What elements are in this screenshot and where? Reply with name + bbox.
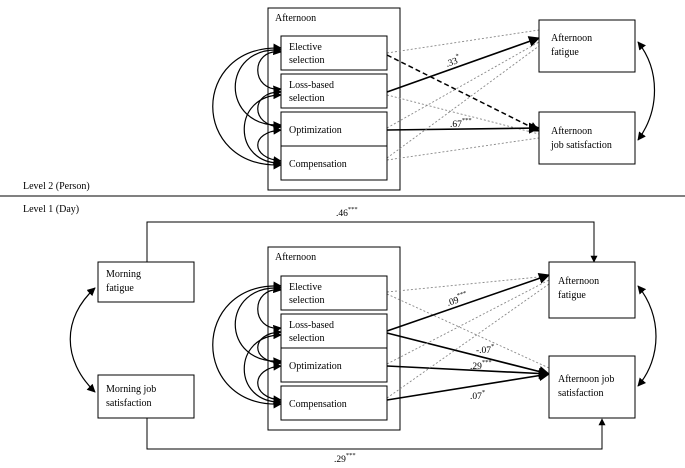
coef-l1-loss-satisfaction: -.07*	[476, 343, 494, 356]
svg-text:Compensation: Compensation	[289, 159, 347, 170]
path-l1-elective-fatigue	[386, 275, 550, 293]
path-l2-elective-satisfaction	[386, 54, 540, 132]
svg-text:Optimization: Optimization	[289, 125, 342, 136]
svg-text:Afternoon: Afternoon	[551, 126, 592, 137]
path-l1-fatigue-stability	[146, 221, 598, 263]
svg-text:selection: selection	[289, 93, 325, 104]
path-l1-loss-fatigue	[386, 273, 551, 332]
cov-l2-elective-loss	[257, 46, 282, 94]
svg-text:selection: selection	[289, 55, 325, 66]
level2-outcome-fatigue: Afternoon fatigue	[538, 19, 636, 73]
coef-l1-fatigue-stability: .46***	[336, 206, 358, 219]
coef-l2-loss-fatigue: .33*	[444, 53, 463, 70]
path-l2-comp-fatigue	[386, 45, 540, 159]
svg-text:Afternoon: Afternoon	[558, 276, 599, 287]
cov-l2-elective-comp	[212, 43, 282, 170]
path-l2-opt-satisfaction	[386, 122, 541, 134]
svg-text:fatigue: fatigue	[106, 283, 134, 294]
svg-text:Afternoon: Afternoon	[551, 33, 592, 44]
svg-text:satisfaction: satisfaction	[106, 398, 152, 409]
level1-strategy-elective: Elective selection	[280, 275, 388, 311]
cov-l1-loss-comp	[243, 330, 282, 407]
level2-strategy-elective: Elective selection	[280, 35, 388, 71]
svg-text:Elective: Elective	[289, 42, 322, 53]
path-l1-comp-fatigue	[386, 283, 550, 399]
level1-section: Afternoon .46*** .29*** Morning fatigue …	[69, 206, 657, 465]
cov-l1-elective-opt	[234, 283, 282, 366]
coef-l2-opt-satisfaction: .67***	[450, 117, 472, 130]
cov-l2-opt-comp	[257, 126, 282, 165]
path-l1-comp-satisfaction	[386, 370, 551, 401]
cov-l1-morning	[69, 287, 96, 393]
svg-text:Loss-based: Loss-based	[289, 320, 334, 331]
level1-paths	[386, 273, 551, 401]
path-l2-loss-fatigue	[386, 36, 541, 93]
coef-l1-opt-satisfaction: .29***	[470, 359, 492, 372]
level1-outcome-satisfaction: Afternoon job satisfaction	[548, 355, 636, 419]
level1-strategy-compensation: Compensation	[280, 385, 388, 421]
coef-l1-satisfaction-stability: .29***	[334, 452, 356, 465]
cov-l1-elective-comp	[212, 281, 282, 409]
level2-group-title: Afternoon	[275, 13, 316, 24]
svg-text:fatigue: fatigue	[551, 47, 579, 58]
path-l2-opt-fatigue	[386, 41, 540, 129]
svg-text:satisfaction: satisfaction	[558, 388, 604, 399]
level1-morning-fatigue: Morning fatigue	[97, 261, 195, 303]
cov-l2-elective-opt	[234, 45, 282, 130]
path-l2-elective-fatigue	[386, 29, 540, 54]
level1-strategy-loss-based: Loss-based selection	[280, 313, 388, 349]
level1-group-title: Afternoon	[275, 252, 316, 263]
level2-label: Level 2 (Person)	[23, 181, 90, 192]
level1-label: Level 1 (Day)	[23, 204, 79, 215]
coef-l1-comp-satisfaction: .07*	[470, 389, 485, 402]
level2-section: Afternoon Elective selection	[212, 7, 655, 191]
svg-text:Loss-based: Loss-based	[289, 80, 334, 91]
path-l1-elective-satisfaction	[386, 293, 550, 369]
path-l2-comp-satisfaction	[386, 137, 540, 161]
svg-text:Morning job: Morning job	[106, 384, 156, 395]
cov-l1-loss-opt	[257, 328, 282, 367]
svg-text:Optimization: Optimization	[289, 361, 342, 372]
level2-strategy-loss-based: Loss-based selection	[280, 73, 388, 109]
level2-covariances	[212, 43, 282, 170]
cov-l1-outcomes	[637, 285, 657, 387]
level1-covariances	[212, 281, 282, 409]
cov-l1-opt-comp	[257, 362, 282, 404]
level2-paths	[386, 29, 541, 161]
svg-text:selection: selection	[289, 295, 325, 306]
level1-morning-satisfaction: Morning job satisfaction	[97, 374, 195, 419]
svg-text:Morning: Morning	[106, 269, 141, 280]
level2-strategy-compensation: Compensation	[280, 145, 388, 181]
svg-text:Compensation: Compensation	[289, 399, 347, 410]
cov-l1-elective-loss	[257, 284, 282, 334]
path-l1-loss-satisfaction	[386, 332, 551, 377]
svg-text:job satisfaction: job satisfaction	[550, 140, 612, 151]
svg-text:fatigue: fatigue	[558, 290, 586, 301]
svg-text:selection: selection	[289, 333, 325, 344]
level1-outcome-fatigue: Afternoon fatigue	[548, 261, 636, 319]
svg-text:Afternoon job: Afternoon job	[558, 374, 614, 385]
coef-l1-loss-fatigue: .09***	[445, 290, 470, 309]
path-l1-opt-fatigue	[386, 279, 550, 365]
cov-l2-loss-opt	[257, 87, 282, 131]
level2-outcome-satisfaction: Afternoon job satisfaction	[538, 111, 636, 165]
path-l1-satisfaction-stability	[146, 418, 606, 450]
level1-strategy-optimization: Optimization	[280, 347, 388, 383]
path-l1-opt-satisfaction	[386, 365, 551, 380]
level2-strategy-optimization: Optimization	[280, 111, 388, 147]
svg-text:Elective: Elective	[289, 282, 322, 293]
cov-l2-loss-comp	[243, 90, 282, 168]
cov-l2-outcomes	[637, 41, 655, 141]
